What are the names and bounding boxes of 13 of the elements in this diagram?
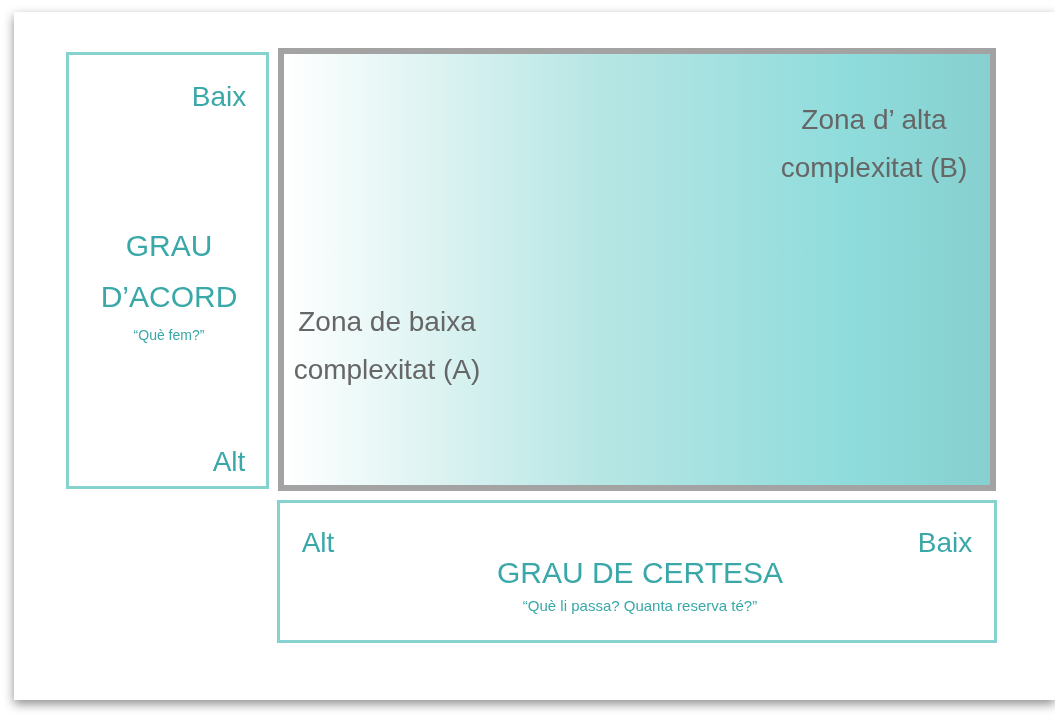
axis-panel bbox=[277, 500, 997, 643]
zone-label: Zona de baixa complexitat (A) bbox=[292, 305, 482, 387]
axis-end-label: Baix bbox=[190, 80, 248, 114]
axis-question: “Què li passa? Quanta reserva té?” bbox=[521, 597, 759, 615]
zone-panel bbox=[278, 48, 996, 491]
axis-question: “Què fem?” bbox=[132, 327, 206, 344]
axis-panel bbox=[66, 52, 269, 489]
axis-end-label: Alt bbox=[211, 445, 247, 479]
zone-label: Zona d’ alta complexitat (B) bbox=[779, 103, 969, 185]
axis-end-label: Baix bbox=[916, 526, 974, 560]
axis-title: GRAU D’ACORD bbox=[99, 228, 239, 315]
axis-title: GRAU DE CERTESA bbox=[495, 555, 785, 591]
axis-end-label: Alt bbox=[300, 526, 336, 560]
